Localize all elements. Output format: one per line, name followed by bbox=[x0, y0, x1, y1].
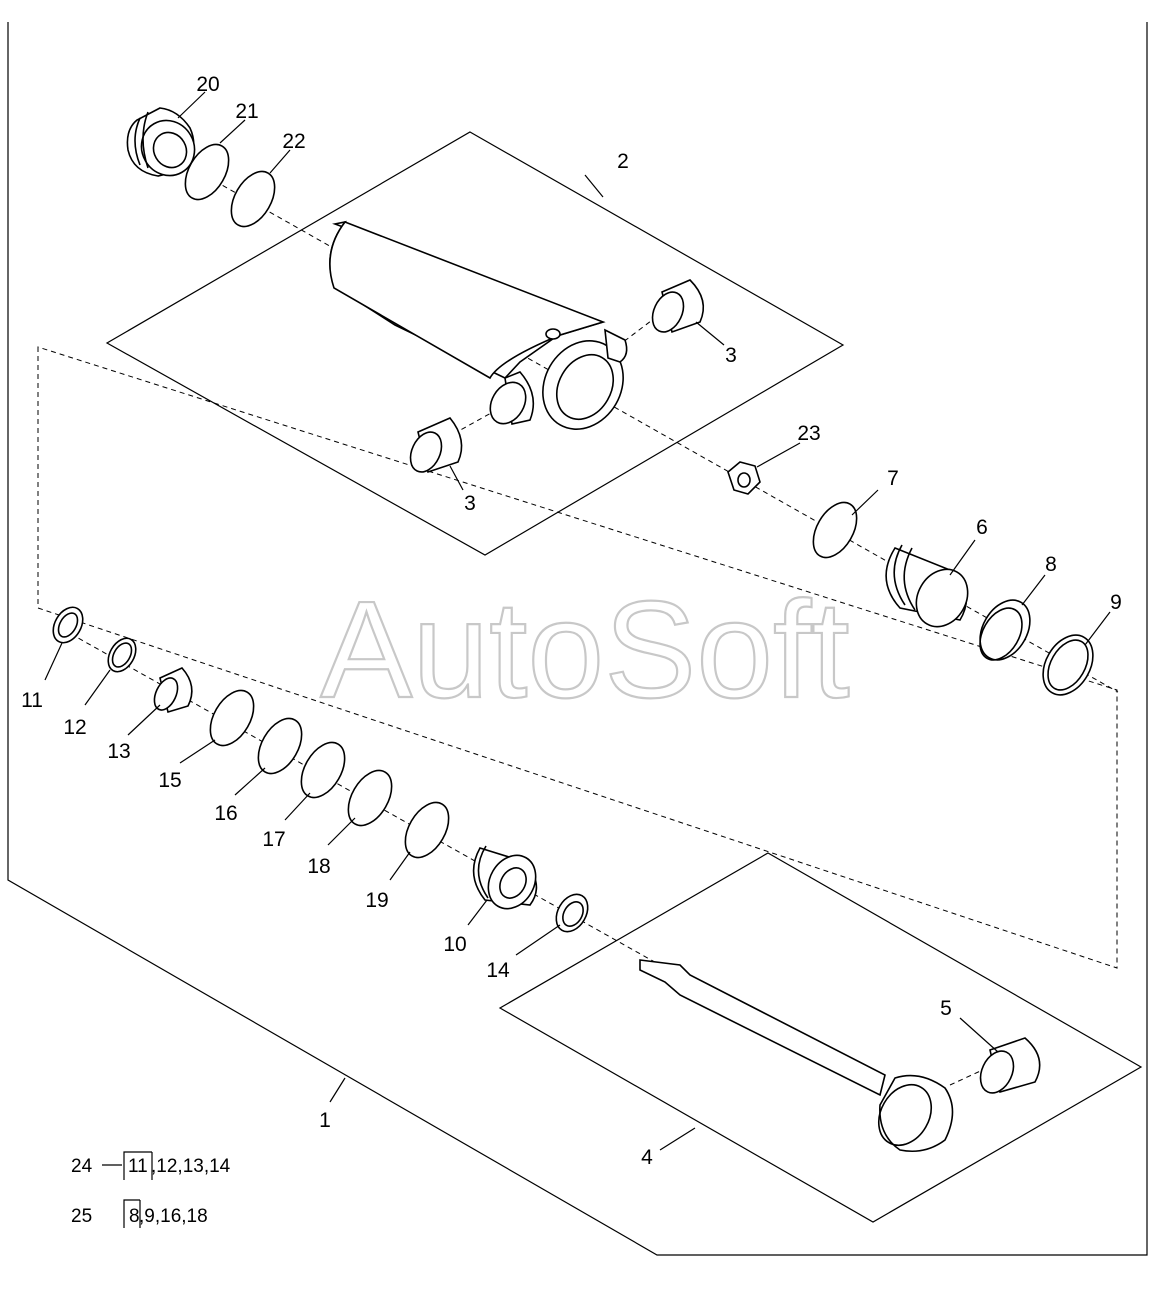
kit-25-first-item: 8 bbox=[129, 1206, 140, 1227]
part-label-5: 5 bbox=[940, 997, 952, 1020]
part-label-1: 1 bbox=[319, 1109, 331, 1132]
part-6-piston bbox=[885, 544, 969, 628]
part-label-18: 18 bbox=[307, 855, 330, 878]
part-3-bushing-upper bbox=[651, 279, 705, 334]
barrel-group-box bbox=[105, 131, 845, 556]
part-3-bushing-lower bbox=[409, 417, 463, 474]
kit-24-number: 24 bbox=[71, 1156, 93, 1177]
part-label-4: 4 bbox=[641, 1146, 653, 1169]
part-4-rod bbox=[639, 959, 954, 1153]
part-8-wear-ring bbox=[979, 599, 1031, 661]
kit-25-number: 25 bbox=[71, 1206, 92, 1227]
kit-25-items: ,9,16,18 bbox=[139, 1206, 208, 1227]
part-label-21: 21 bbox=[235, 100, 258, 123]
part-21-ring bbox=[184, 143, 230, 201]
part-label-17: 17 bbox=[262, 828, 285, 851]
part-2-barrel bbox=[329, 220, 628, 430]
part-9-ring bbox=[1042, 634, 1094, 696]
part-label-8: 8 bbox=[1045, 553, 1057, 576]
part-label-20: 20 bbox=[196, 73, 219, 96]
upper-axis-line bbox=[159, 149, 1119, 693]
part-label-22: 22 bbox=[282, 130, 305, 153]
assembly-outline bbox=[7, 22, 1148, 1256]
part-label-7: 7 bbox=[887, 467, 899, 490]
rod-group-box bbox=[498, 852, 1143, 1223]
kit-24-first-item: 11 bbox=[128, 1156, 148, 1177]
part-label-23: 23 bbox=[797, 422, 820, 445]
part-13-bushing bbox=[153, 667, 193, 714]
part-label-3b: 3 bbox=[464, 492, 476, 515]
part-10-rod-guide bbox=[472, 845, 538, 910]
kit-24-items: ,12,13,14 bbox=[151, 1156, 231, 1177]
part-5-bushing bbox=[979, 1037, 1041, 1094]
part-14-ring bbox=[555, 893, 589, 933]
part-20-gland bbox=[126, 107, 196, 177]
part-18-ring bbox=[347, 769, 393, 827]
part-label-15: 15 bbox=[158, 769, 181, 792]
kit-legend: 24 11 ,12,13,14 25 8 ,9,16,18 bbox=[71, 1151, 231, 1228]
part-label-12: 12 bbox=[63, 716, 86, 739]
part-23-nut bbox=[727, 461, 761, 495]
part-label-13: 13 bbox=[107, 740, 130, 763]
seal-kit-dashed-outline bbox=[37, 346, 1118, 969]
part-19-ring bbox=[404, 801, 450, 859]
part-12-ring bbox=[107, 637, 137, 673]
part-16-ring bbox=[257, 717, 303, 775]
part-label-11: 11 bbox=[21, 689, 43, 712]
leader-lines bbox=[44, 91, 1111, 1151]
part-label-3a: 3 bbox=[725, 344, 737, 367]
part-label-16: 16 bbox=[214, 802, 237, 825]
part-7-ring bbox=[812, 501, 858, 559]
part-15-ring bbox=[209, 689, 255, 747]
part-label-2: 2 bbox=[617, 150, 629, 173]
part-label-9: 9 bbox=[1110, 591, 1122, 614]
part-17-ring bbox=[300, 741, 346, 799]
part-label-10: 10 bbox=[443, 933, 466, 956]
part-22-ring bbox=[230, 170, 276, 228]
part-label-19: 19 bbox=[365, 889, 388, 912]
part-label-6: 6 bbox=[976, 516, 988, 539]
part-label-14: 14 bbox=[486, 959, 510, 982]
part-11-wiper bbox=[52, 606, 84, 644]
watermark-text: AutoSoft bbox=[320, 573, 849, 727]
